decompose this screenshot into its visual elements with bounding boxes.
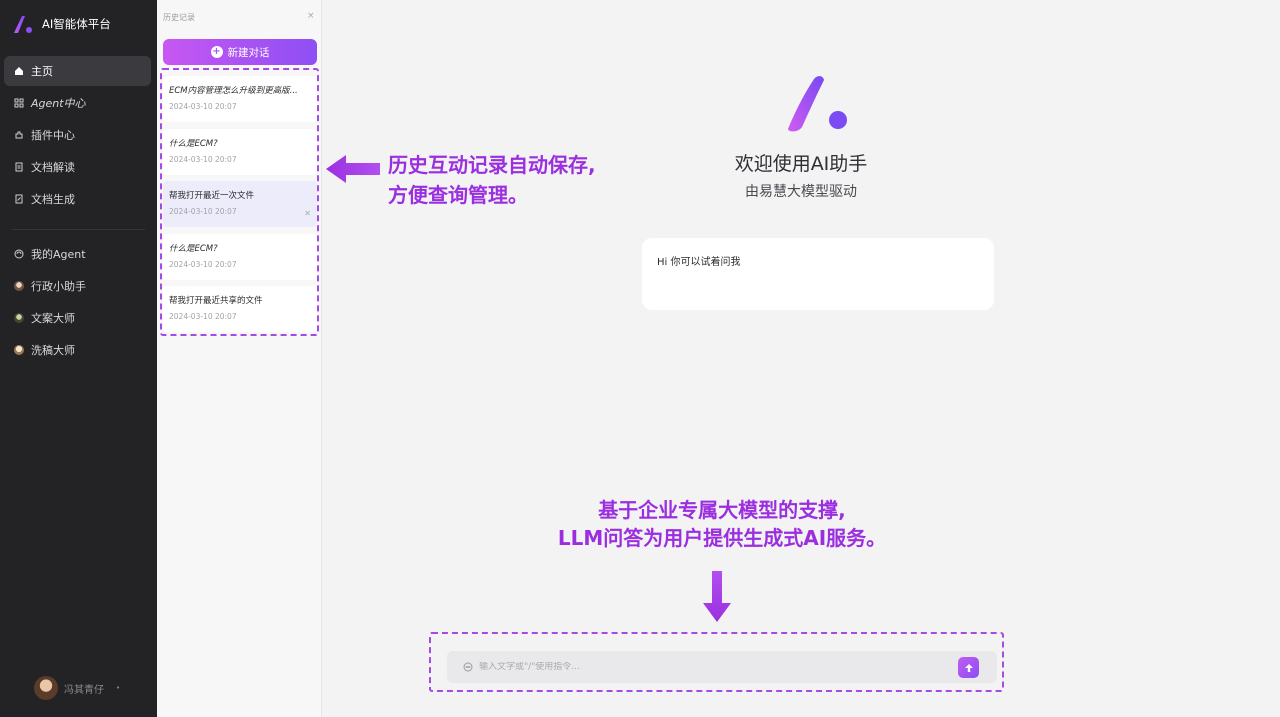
user-name: 冯其青仔 — [64, 684, 104, 696]
nav-label: 洗稿大师 — [31, 344, 75, 357]
history-time: 2024-03-10 20:07 — [169, 155, 237, 164]
history-item[interactable]: 什么是ECM? 2024-03-10 20:07 — [163, 234, 317, 280]
nav-item-rewriter[interactable]: 洗稿大师 — [4, 335, 151, 365]
brand[interactable]: AI智能体平台 — [12, 14, 111, 34]
history-time: 2024-03-10 20:07 — [169, 312, 237, 321]
sidebar-divider — [12, 229, 145, 230]
delete-icon[interactable]: ✕ — [304, 209, 311, 218]
main-area: 欢迎使用AI助手 由易慧大模型驱动 Hi 你可以试着问我 历史互动记录自动保存,… — [322, 0, 1280, 717]
nav-label: Agent中心 — [31, 97, 86, 110]
nav-item-plugin-center[interactable]: 插件中心 — [4, 120, 151, 150]
annotation-line: LLM问答为用户提供生成式AI服务。 — [557, 526, 887, 550]
arrow-down-icon — [703, 571, 731, 622]
nav-item-admin-assistant[interactable]: 行政小助手 — [4, 271, 151, 301]
annotation-line: 历史互动记录自动保存, — [388, 153, 596, 177]
brand-title: AI智能体平台 — [42, 17, 111, 31]
chat-input-bar — [447, 651, 997, 683]
history-panel: 历史记录 × + 新建对话 ECM内容管理怎么升级到更高版... 2024-03… — [157, 0, 322, 717]
annotation-line: 方便查询管理。 — [388, 183, 528, 207]
nav-label: 插件中心 — [31, 129, 75, 142]
avatar — [34, 676, 58, 700]
history-item[interactable]: ECM内容管理怎么升级到更高版... 2024-03-10 20:07 — [163, 76, 317, 122]
input-highlight-frame — [429, 632, 1004, 692]
nav-label: 文档生成 — [31, 193, 75, 206]
home-icon — [14, 66, 24, 76]
nav-item-doc-read[interactable]: 文档解读 — [4, 152, 151, 182]
plugin-icon — [14, 130, 24, 140]
history-title: 历史记录 — [163, 13, 195, 22]
nav-item-copywriter[interactable]: 文案大师 — [4, 303, 151, 333]
greeting-card: Hi 你可以试着问我 — [642, 238, 994, 310]
send-button[interactable] — [958, 657, 979, 678]
agent-icon — [14, 249, 24, 259]
grid-icon — [14, 98, 24, 108]
avatar-icon — [14, 281, 24, 291]
chat-bubble-icon — [463, 662, 473, 672]
avatar-icon — [14, 313, 24, 323]
new-chat-button[interactable]: + 新建对话 — [163, 39, 317, 65]
annotation-line: 基于企业专属大模型的支撑, — [598, 498, 846, 522]
welcome-title: 欢迎使用AI助手 — [734, 153, 868, 175]
history-time: 2024-03-10 20:07 — [169, 260, 237, 269]
welcome-subtitle: 由易慧大模型驱动 — [745, 184, 857, 200]
history-time: 2024-03-10 20:07 — [169, 207, 237, 216]
nav-item-doc-gen[interactable]: 文档生成 — [4, 184, 151, 214]
avatar-icon — [14, 345, 24, 355]
document-icon — [14, 162, 24, 172]
history-item[interactable]: 帮我打开最近共享的文件 2024-03-10 20:07 — [163, 286, 317, 332]
nav-label: 我的Agent — [31, 248, 86, 261]
sidebar: AI智能体平台 主页 Agent中心 插件中心 文档解读 文档生成 — [0, 0, 157, 717]
llm-annotation: 基于企业专属大模型的支撑, LLM问答为用户提供生成式AI服务。 — [322, 496, 1122, 552]
nav-item-agent-center[interactable]: Agent中心 — [4, 88, 151, 118]
chevron-down-icon: • — [116, 684, 121, 692]
arrow-left-icon — [326, 155, 380, 183]
history-item-selected[interactable]: 帮我打开最近一次文件 2024-03-10 20:07 ✕ — [163, 181, 317, 227]
close-icon[interactable]: × — [307, 11, 315, 21]
greeting-text: Hi 你可以试着问我 — [657, 257, 741, 268]
nav-label: 主页 — [31, 65, 53, 78]
nav-item-my-agent[interactable]: 我的Agent — [4, 239, 151, 269]
new-chat-label: 新建对话 — [227, 46, 270, 59]
user-menu[interactable]: 冯其青仔 • — [34, 676, 120, 700]
history-time: 2024-03-10 20:07 — [169, 102, 237, 111]
arrow-up-icon — [964, 663, 973, 672]
hero-logo-icon — [788, 76, 847, 132]
document-edit-icon — [14, 194, 24, 204]
nav-item-home[interactable]: 主页 — [4, 56, 151, 86]
chat-input[interactable] — [479, 662, 939, 672]
nav-label: 行政小助手 — [31, 280, 86, 293]
nav-label: 文档解读 — [31, 161, 75, 174]
nav-label: 文案大师 — [31, 312, 75, 325]
brand-logo-icon — [14, 16, 32, 33]
history-annotation: 历史互动记录自动保存, 方便查询管理。 — [388, 150, 596, 210]
history-item[interactable]: 什么是ECM? 2024-03-10 20:07 — [163, 129, 317, 175]
history-highlight-frame — [160, 68, 319, 336]
plus-icon: + — [210, 46, 223, 58]
